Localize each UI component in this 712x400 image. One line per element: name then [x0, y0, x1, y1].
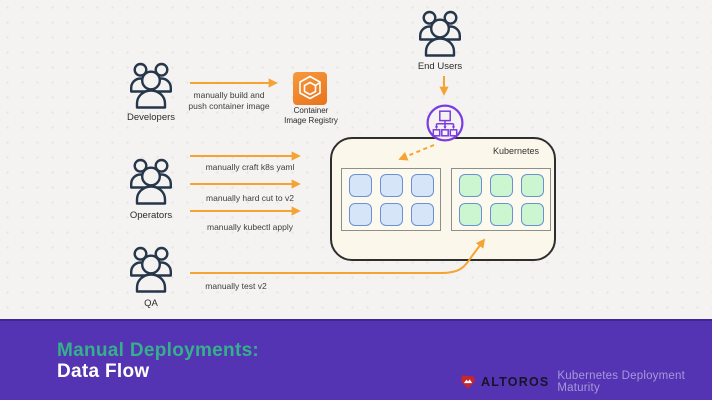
pod	[379, 173, 403, 197]
pod	[489, 173, 513, 197]
pod	[410, 202, 434, 226]
deployment-box-v2	[451, 168, 551, 231]
flow-label-test-v2: manually test v2	[205, 281, 267, 291]
developers-label: Developers	[126, 112, 176, 123]
pod	[410, 173, 434, 197]
pod	[489, 202, 513, 226]
pod	[379, 202, 403, 226]
end-users-group-icon	[417, 9, 463, 57]
slide-title-main: Data Flow	[57, 361, 150, 382]
brand-lockup: ALTOROS Kubernetes Deployment Maturity	[460, 370, 712, 394]
pod	[458, 202, 482, 226]
end-users-label: End Users	[417, 61, 463, 72]
pod	[348, 202, 372, 226]
qa-label: QA	[144, 298, 158, 309]
slide-title-accent: Manual Deployments:	[57, 340, 260, 361]
registry-label: Container Image Registry	[284, 106, 338, 125]
operators-users-group-icon	[128, 157, 174, 205]
pod	[520, 173, 544, 197]
flow-label-build-push: manually build and push container image	[188, 90, 270, 112]
deployment-box-v1	[341, 168, 441, 231]
flow-label-craft-yaml: manually craft k8s yaml	[205, 162, 295, 172]
pod	[458, 173, 482, 197]
pod	[348, 173, 372, 197]
footer-bar: Manual Deployments: Data Flow ALTOROS Ku…	[0, 319, 712, 400]
pod-grid-v1	[348, 173, 434, 226]
flow-label-kubectl-apply: manually kubectl apply	[207, 222, 293, 232]
altoros-shield-icon	[460, 375, 475, 389]
brand-tagline: Kubernetes Deployment Maturity	[557, 370, 685, 394]
pod-grid-v2	[458, 173, 544, 226]
kubernetes-cluster-box: Kubernetes	[330, 137, 556, 261]
pod	[520, 202, 544, 226]
load-balancer-icon	[426, 104, 464, 142]
operators-label: Operators	[129, 210, 173, 221]
kubernetes-label: Kubernetes	[492, 146, 539, 156]
container-registry-icon	[293, 72, 327, 105]
flow-label-hard-cut: manually hard cut to v2	[206, 193, 294, 203]
brand-name: ALTOROS	[481, 375, 550, 389]
